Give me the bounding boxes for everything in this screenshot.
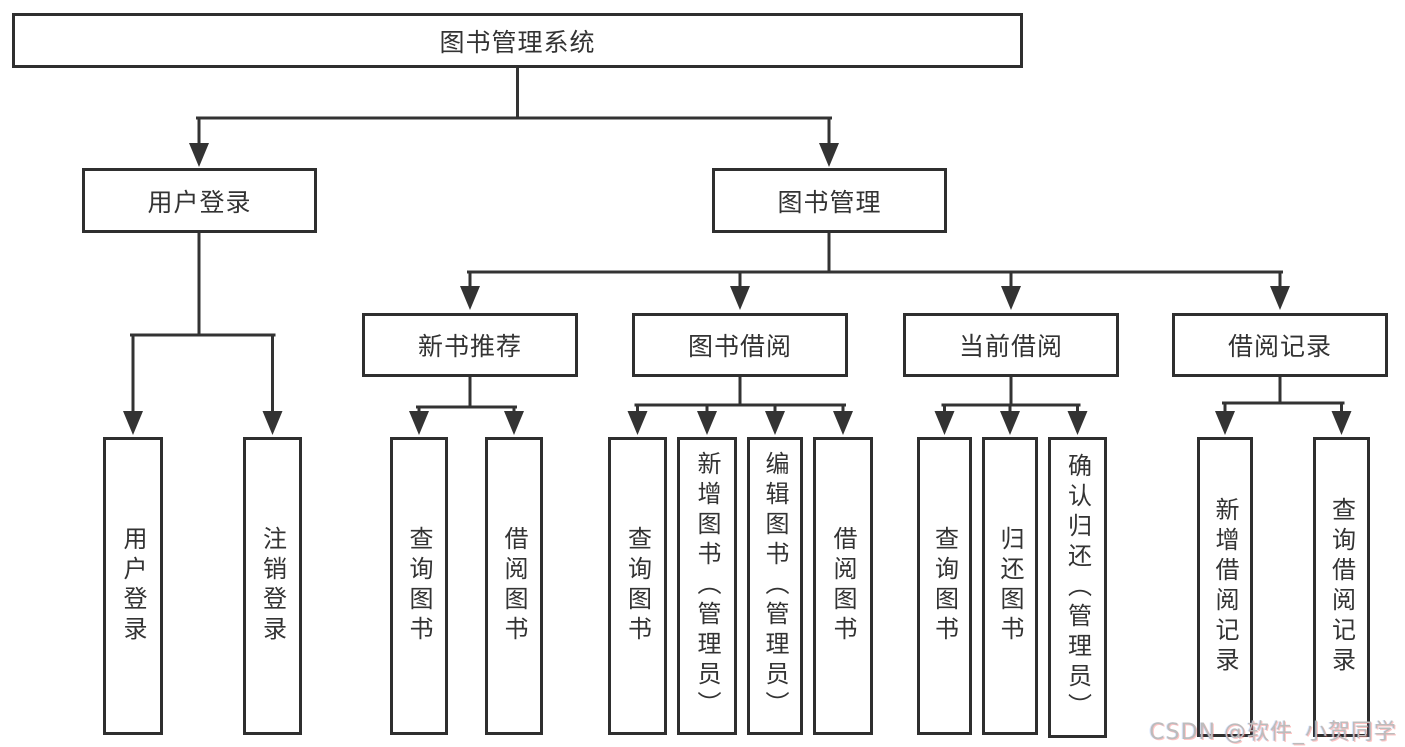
- leaf-query-books-recommend-label: 查询图书: [405, 526, 433, 646]
- leaf-query-borrow-record-label: 查询借阅记录: [1327, 497, 1356, 677]
- leaf-logout: 注销登录: [243, 437, 302, 735]
- leaf-borrow-books-borrowing: 借阅图书: [813, 437, 873, 735]
- leaf-query-books-borrowing-label: 查询图书: [623, 526, 652, 646]
- leaf-user-login: 用户登录: [103, 437, 163, 735]
- leaf-add-book-admin-label: 新增图书（管理员）: [693, 451, 721, 721]
- leaf-query-books-current: 查询图书: [917, 437, 972, 735]
- node-user-login-group: 用户登录: [82, 168, 317, 233]
- leaf-confirm-return-admin-label: 确认归还（管理员）: [1063, 452, 1092, 723]
- leaf-borrow-books-recommend: 借阅图书: [485, 437, 543, 735]
- node-borrow-records-label: 借阅记录: [1227, 332, 1332, 361]
- node-book-management: 图书管理: [712, 168, 947, 233]
- node-user-login-group-label: 用户登录: [147, 187, 252, 217]
- node-book-management-label: 图书管理: [777, 187, 882, 217]
- node-book-borrowing-label: 图书借阅: [687, 332, 792, 361]
- leaf-return-books: 归还图书: [982, 437, 1038, 735]
- node-library-system-label: 图书管理系统: [439, 27, 596, 57]
- leaf-query-books-borrowing: 查询图书: [608, 437, 667, 735]
- leaf-return-books-label: 归还图书: [996, 526, 1024, 646]
- leaf-logout-label: 注销登录: [258, 526, 287, 646]
- node-book-borrowing: 图书借阅: [632, 313, 848, 377]
- leaf-edit-book-admin: 编辑图书（管理员）: [747, 437, 803, 735]
- node-borrow-records: 借阅记录: [1172, 313, 1388, 377]
- leaf-add-borrow-record-label: 新增借阅记录: [1211, 497, 1239, 677]
- leaf-user-login-label: 用户登录: [119, 526, 147, 646]
- leaf-borrow-books-recommend-label: 借阅图书: [500, 526, 528, 646]
- node-new-book-recommend: 新书推荐: [362, 313, 578, 377]
- node-new-book-recommend-label: 新书推荐: [417, 332, 522, 361]
- leaf-query-borrow-record: 查询借阅记录: [1313, 437, 1370, 737]
- leaf-query-books-current-label: 查询图书: [930, 526, 959, 646]
- leaf-confirm-return-admin: 确认归还（管理员）: [1048, 437, 1107, 738]
- node-current-borrowing-label: 当前借阅: [958, 332, 1063, 361]
- node-library-system: 图书管理系统: [12, 13, 1023, 68]
- leaf-add-book-admin: 新增图书（管理员）: [677, 437, 737, 735]
- node-current-borrowing: 当前借阅: [903, 313, 1119, 377]
- leaf-query-books-recommend: 查询图书: [390, 437, 448, 735]
- leaf-add-borrow-record: 新增借阅记录: [1197, 437, 1253, 737]
- csdn-watermark: CSDN @软件_小贺同学: [1149, 720, 1397, 745]
- leaf-edit-book-admin-label: 编辑图书（管理员）: [761, 451, 789, 721]
- leaf-borrow-books-borrowing-label: 借阅图书: [829, 526, 857, 646]
